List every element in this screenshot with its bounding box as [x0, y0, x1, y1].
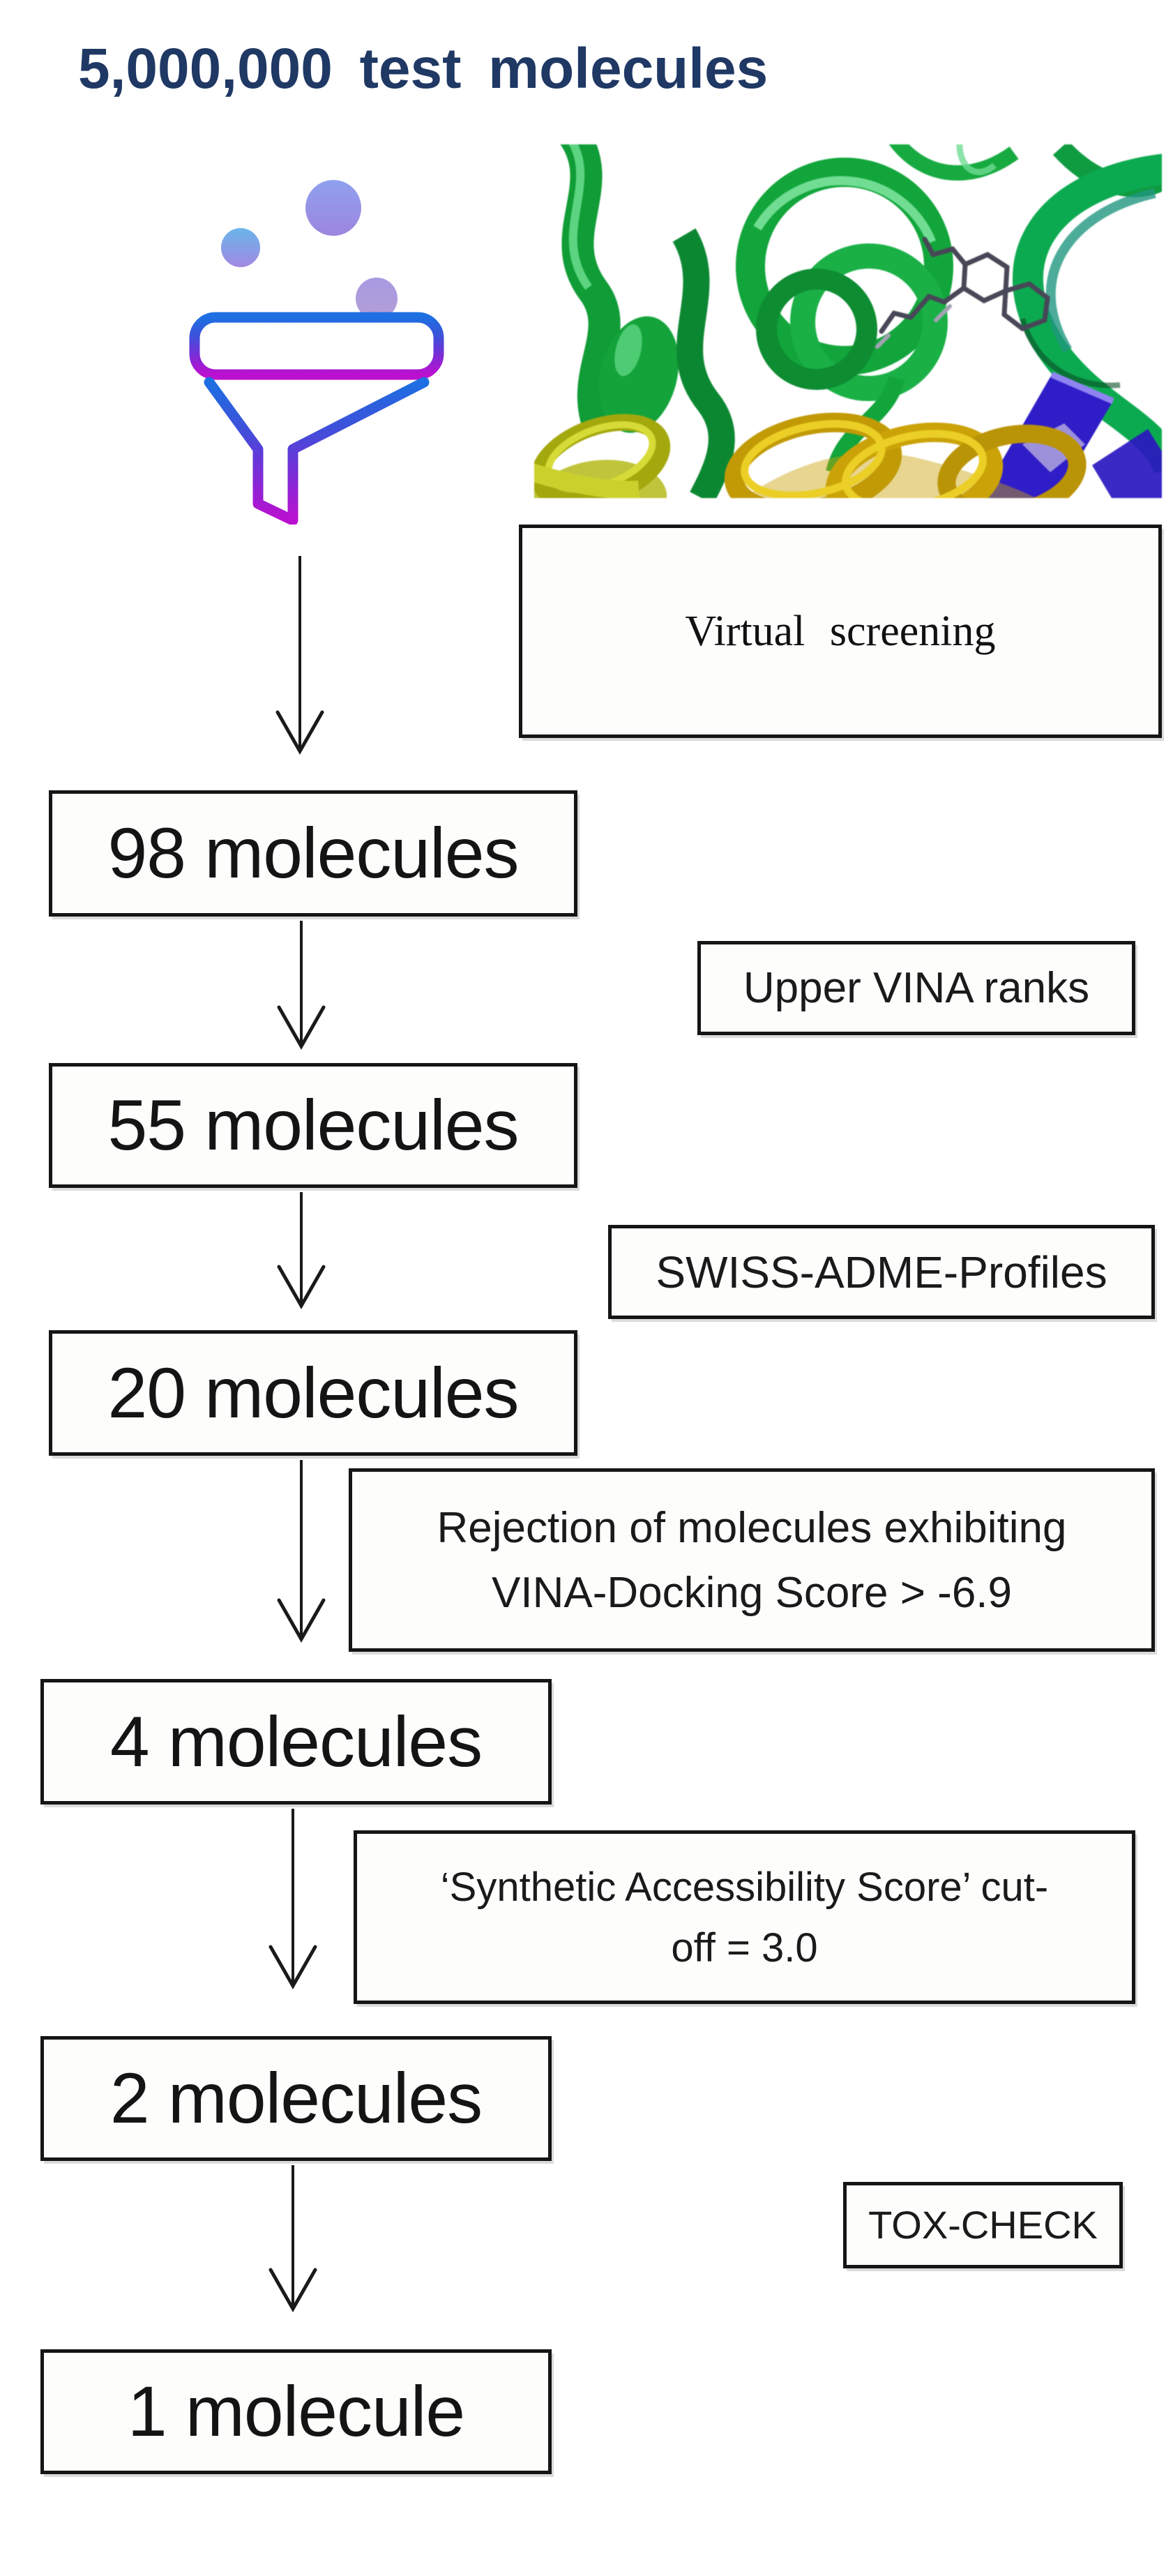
annotation-label: Upper VINA ranks	[743, 964, 1090, 1012]
stage-box-98-molecules: 98 molecules	[49, 790, 577, 917]
funnel-bubble-icon	[356, 278, 398, 319]
annotation-label: Virtual screening	[685, 607, 996, 655]
annotation-line-1: Rejection of molecules exhibiting	[437, 1503, 1067, 1552]
stage-box-55-molecules: 55 molecules	[49, 1063, 577, 1188]
annotation-swiss-adme-profiles: SWISS-ADME-Profiles	[608, 1225, 1155, 1319]
flow-arrow-down-3	[277, 1192, 326, 1310]
green-ribbons	[560, 144, 1162, 498]
flow-arrow-down-2	[277, 921, 326, 1050]
annotation-label: SWISS-ADME-Profiles	[656, 1246, 1107, 1297]
flow-arrow-down-1	[275, 556, 324, 755]
stage-label: 20 molecules	[107, 1353, 520, 1433]
page-title: 5,000,000 test molecules	[78, 37, 769, 100]
funnel-body	[204, 377, 430, 525]
annotation-line-1: ‘Synthetic Accessibility Score’ cut-	[440, 1864, 1049, 1910]
stage-box-1-molecule: 1 molecule	[40, 2349, 552, 2474]
flow-arrow-down-6	[268, 2165, 317, 2313]
stage-label: 2 molecules	[109, 2058, 483, 2138]
flow-arrow-down-4	[277, 1460, 326, 1643]
protein-structure-image	[534, 144, 1162, 498]
stage-box-2-molecules: 2 molecules	[40, 2036, 552, 2161]
annotation-sas-cutoff: ‘Synthetic Accessibility Score’ cut- off…	[354, 1830, 1135, 2004]
yellow-green-helix	[534, 414, 671, 498]
annotation-tox-check: TOX-CHECK	[843, 2182, 1123, 2268]
stage-label: 4 molecules	[109, 1701, 483, 1782]
annotation-line-2: off = 3.0	[671, 1925, 818, 1971]
annotation-label: TOX-CHECK	[868, 2203, 1098, 2247]
funnel-top-bar	[189, 312, 444, 380]
annotation-rejection-vina-score: Rejection of molecules exhibiting VINA-D…	[349, 1468, 1155, 1652]
annotation-line-2: VINA-Docking Score > -6.9	[491, 1568, 1013, 1617]
annotation-virtual-screening: Virtual screening	[519, 525, 1162, 738]
stage-label: 98 molecules	[107, 813, 520, 893]
funnel-bubble-icon	[305, 180, 361, 236]
stage-label: 55 molecules	[107, 1085, 520, 1165]
stage-box-20-molecules: 20 molecules	[49, 1330, 577, 1456]
funnel-icon	[189, 180, 444, 525]
ligand-sticks-icon	[875, 236, 1050, 349]
stage-box-4-molecules: 4 molecules	[40, 1679, 552, 1805]
stage-label: 1 molecule	[127, 2372, 465, 2451]
gold-helix	[724, 412, 1087, 498]
funnel-tick-marks	[262, 453, 297, 504]
annotation-upper-vina-ranks: Upper VINA ranks	[697, 941, 1135, 1035]
funnel-bubble-icon	[221, 228, 260, 267]
flow-arrow-down-5	[268, 1809, 317, 1990]
